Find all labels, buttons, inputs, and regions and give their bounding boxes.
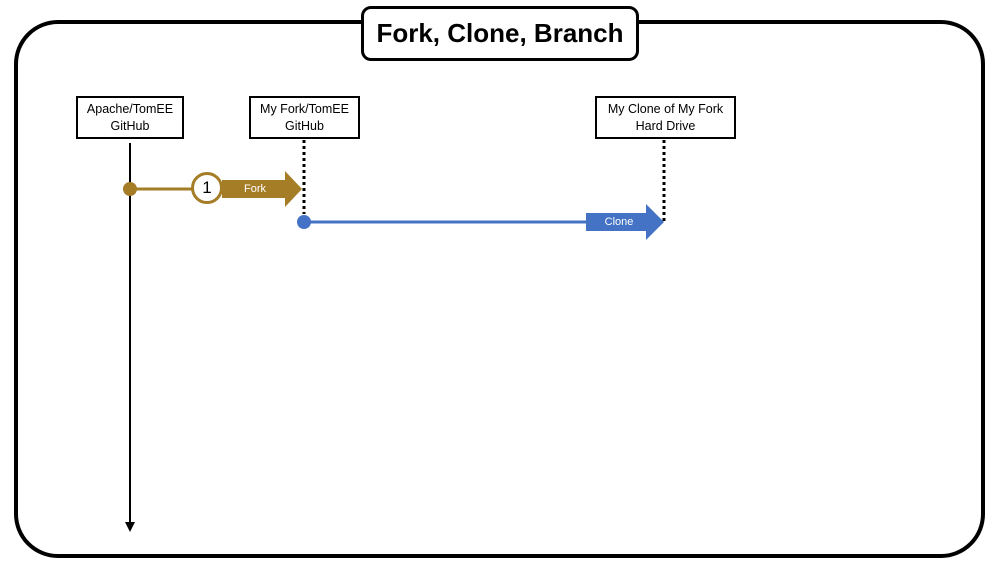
clone-hard-drive-node: My Clone of My Fork Hard Drive [595,96,736,139]
clone-node-line2: Hard Drive [635,118,696,133]
fork-step-number: 1 [191,172,223,204]
clone-arrow-label: Clone [604,216,634,228]
fork-node-line2: GitHub [285,118,324,133]
apache-node-line1: Apache/TomEE [86,101,174,116]
fork-arrow [222,171,302,207]
fork-origin-dot [123,182,137,196]
apache-github-node: Apache/TomEE GitHub [76,96,184,139]
page-title: Fork, Clone, Branch [361,6,639,61]
apache-node-line2: GitHub [110,118,150,133]
clone-origin-dot [297,215,311,229]
clone-node-line1: My Clone of My Fork [607,101,724,116]
fork-node-line1: My Fork/TomEE [260,101,349,116]
fork-arrow-label: Fork [244,183,266,195]
fork-github-node: My Fork/TomEE GitHub [249,96,360,139]
clone-arrow [586,204,664,240]
apache-timeline-arrowhead [125,522,135,532]
